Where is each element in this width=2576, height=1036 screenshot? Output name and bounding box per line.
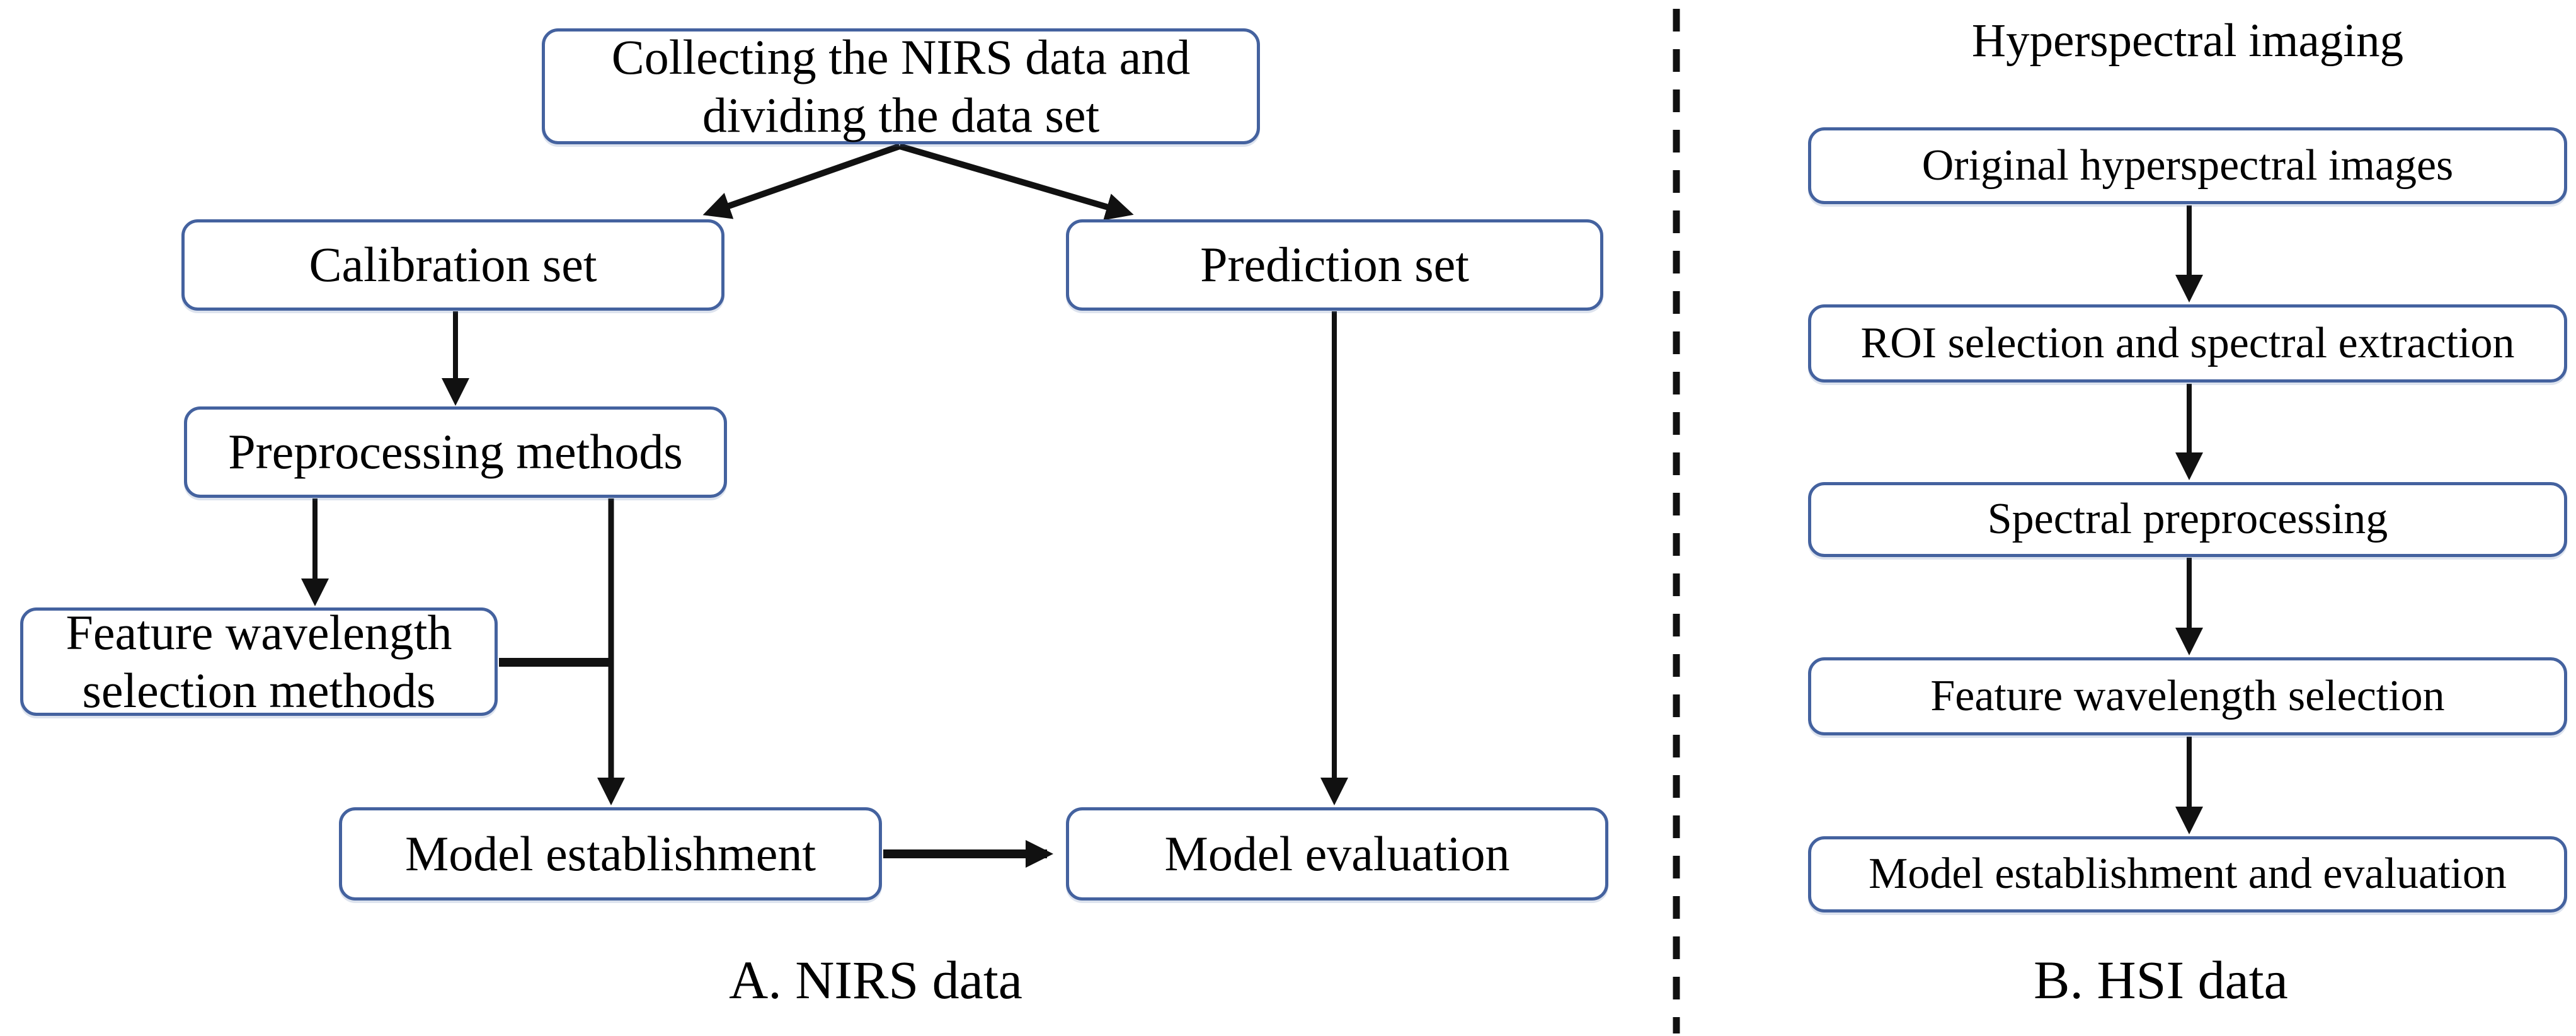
node-model-establishment-and-evaluation: Model establishment and evaluation	[1808, 836, 2567, 912]
arrow-collect-to-calibration	[702, 143, 901, 219]
node-prediction-set: Prediction set	[1066, 219, 1603, 311]
node-roi-selection-spectral-extraction: ROI selection and spectral extraction	[1808, 304, 2567, 383]
panel-b-caption: B. HSI data	[2034, 950, 2288, 1010]
panel-a-caption: A. NIRS data	[729, 950, 1022, 1010]
node-feature-wavelength-selection-methods: Feature wavelength selection methods	[20, 605, 498, 718]
node-original-hyperspectral-images: Original hyperspectral images	[1808, 127, 2567, 204]
node-model-evaluation: Model evaluation	[1066, 807, 1608, 901]
panel-b-title: Hyperspectral imaging	[1971, 14, 2404, 67]
node-preprocessing-methods: Preprocessing methods	[184, 406, 727, 498]
node-collecting-nirs-data: Collecting the NIRS data and dividing th…	[542, 28, 1260, 144]
node-calibration-set: Calibration set	[181, 219, 724, 311]
arrow-collect-to-prediction	[898, 143, 1134, 221]
node-spectral-preprocessing: Spectral preprocessing	[1808, 482, 2567, 557]
node-model-establishment: Model establishment	[339, 807, 882, 901]
node-feature-wavelength-selection: Feature wavelength selection	[1808, 657, 2567, 735]
